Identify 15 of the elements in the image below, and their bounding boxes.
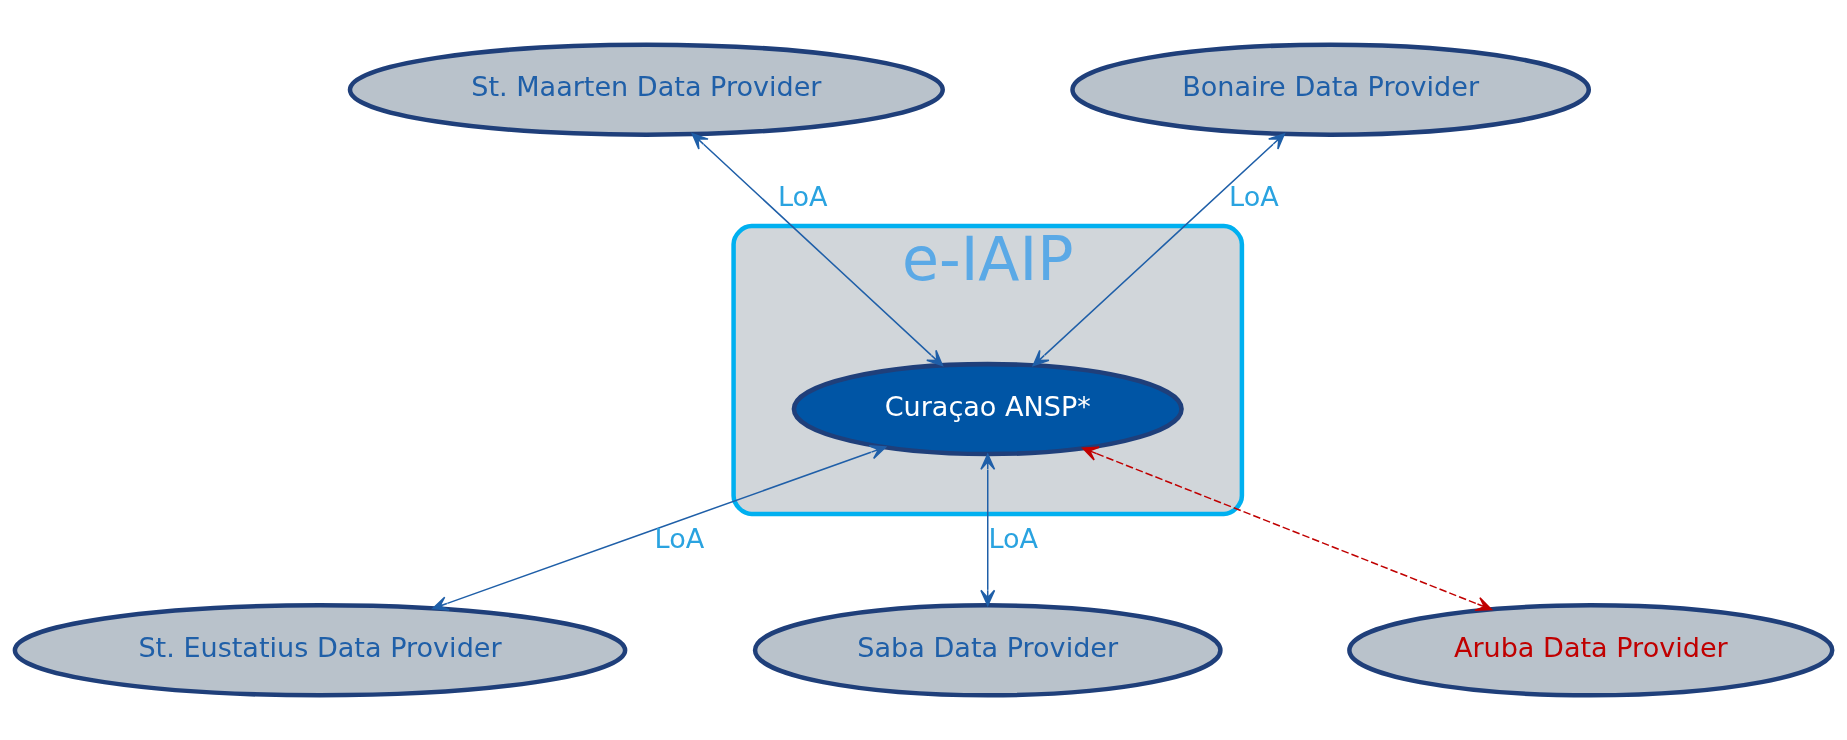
edge-label: LoA: [988, 522, 1039, 554]
arrow: [1032, 133, 1286, 367]
node-ellipse: Curaçao ANSP*: [791, 361, 1184, 457]
arrow: [980, 453, 996, 607]
node-ellipse: Saba Data Provider: [752, 603, 1223, 698]
edge-label: LoA: [1229, 180, 1279, 212]
arrow: [432, 445, 887, 611]
arrow: [691, 133, 944, 367]
arrow: [1081, 446, 1493, 612]
edge-label: LoA: [654, 522, 705, 554]
node-ellipse: St. Maarten Data Provider: [347, 42, 945, 137]
edge-label: LoA: [777, 180, 828, 212]
node-ellipse: Bonaire Data Provider: [1070, 42, 1592, 137]
node-ellipse: St. Eustatius Data Provider: [12, 603, 628, 698]
node-ellipse: Aruba Data Provider: [1347, 603, 1835, 698]
